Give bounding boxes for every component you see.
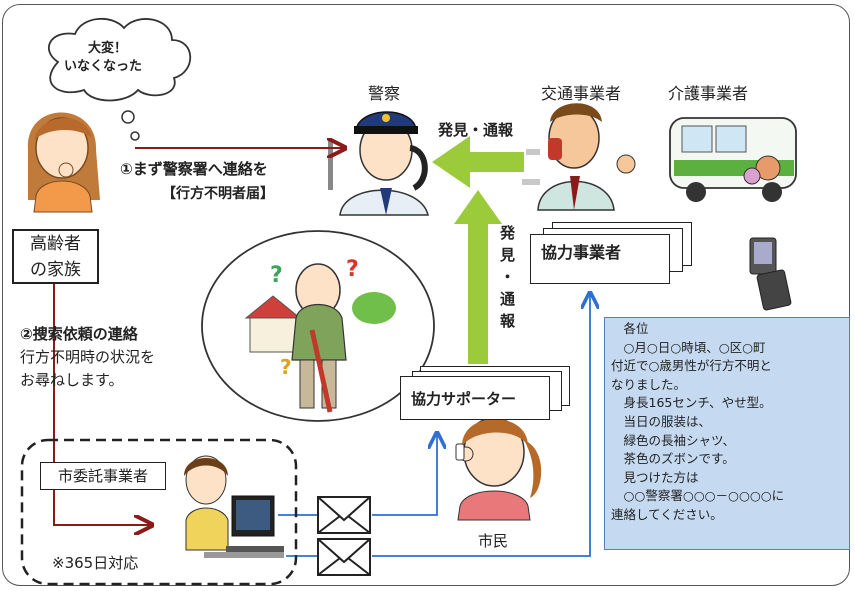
bubble-text-line2: いなくなった [64, 59, 143, 74]
police-post [328, 140, 333, 190]
family-label-line2: の家族 [30, 259, 81, 280]
diagram-frame [2, 4, 850, 586]
family-woman-icon [27, 112, 101, 213]
contractor-box: 市委託事業者 [40, 462, 166, 490]
notice-line: 連絡してください。 [611, 506, 723, 522]
contractor-dashed-region [20, 438, 298, 586]
notice-line: 茶色のズボンです。 [611, 451, 735, 467]
blue-line-to-businesses [372, 293, 590, 557]
police-officer-icon [339, 111, 429, 216]
notice-line: ○○警察署○○○－○○○○に [611, 488, 785, 504]
bubble-text-line1: 大変！ [88, 41, 128, 56]
care-bus-icon [669, 117, 797, 202]
notice-line: 当日の服装は、 [611, 413, 712, 429]
envelope-icon [317, 496, 371, 534]
family-label-line1: 高齢者 [30, 233, 81, 254]
note-365: ※365日対応 [52, 554, 139, 572]
mobile-phone-icon [749, 237, 792, 311]
thought-bubble [47, 17, 192, 141]
care-label: 介護事業者 [668, 84, 749, 103]
family-box: 高齢者 の家族 [12, 229, 99, 284]
citizen-woman-icon [455, 417, 542, 521]
envelope-icon [317, 538, 371, 576]
notice-line: 各位 [611, 321, 649, 336]
operator-computer-icon [184, 455, 284, 558]
arrow-family-to-contractor [53, 283, 152, 525]
step2-sub-label: 行方不明時の状況を お尋ねします。 [20, 348, 156, 389]
notice-line: なりました。 [611, 376, 687, 392]
step1-sub-label: 【行方不明者届】 [162, 186, 274, 202]
notice-line: 緑色の長袖シャツ、 [611, 432, 736, 448]
found-report-vertical-label: 発 見 ・ 通 報 [500, 224, 516, 330]
coop-business-label: 協力事業者 [541, 243, 622, 262]
blue-line-to-supporters [372, 433, 437, 516]
police-label: 警察 [368, 84, 401, 103]
step1-label: ①まず警察署へ連絡を [120, 160, 268, 178]
found-report-horizontal-label: 発見・通報 [438, 121, 514, 139]
notice-line: 見つけた方は [611, 469, 699, 485]
green-arrow-vertical [454, 190, 502, 364]
step2-label: ②捜索依頼の連絡 [20, 325, 138, 343]
green-arrow-horizontal [432, 136, 524, 188]
elderly-man-illustration: ? ? ? [201, 230, 435, 422]
contractor-label: 市委託事業者 [57, 467, 148, 485]
citizen-label: 市民 [478, 532, 509, 550]
svg-text:?: ? [270, 263, 283, 288]
coop-business-box: 協力事業者 [530, 234, 670, 284]
transport-label: 交通事業者 [541, 84, 622, 103]
coop-supporter-label: 協力サポーター [411, 389, 517, 408]
svg-text:?: ? [280, 355, 292, 379]
svg-text:?: ? [346, 257, 359, 282]
missing-person-notice: 各位 ○月○日○時頃、○区○町 付近で○歳男性が行方不明と なりました。 身長1… [604, 317, 850, 550]
notice-line: ○月○日○時頃、○区○町 [611, 339, 766, 355]
transport-staff-icon [537, 103, 636, 211]
coop-supporter-box: 協力サポーター [400, 376, 550, 420]
notice-line: 身長165センチ、やせ型。 [611, 395, 772, 411]
notice-line: 付近で○歳男性が行方不明と [611, 358, 772, 374]
